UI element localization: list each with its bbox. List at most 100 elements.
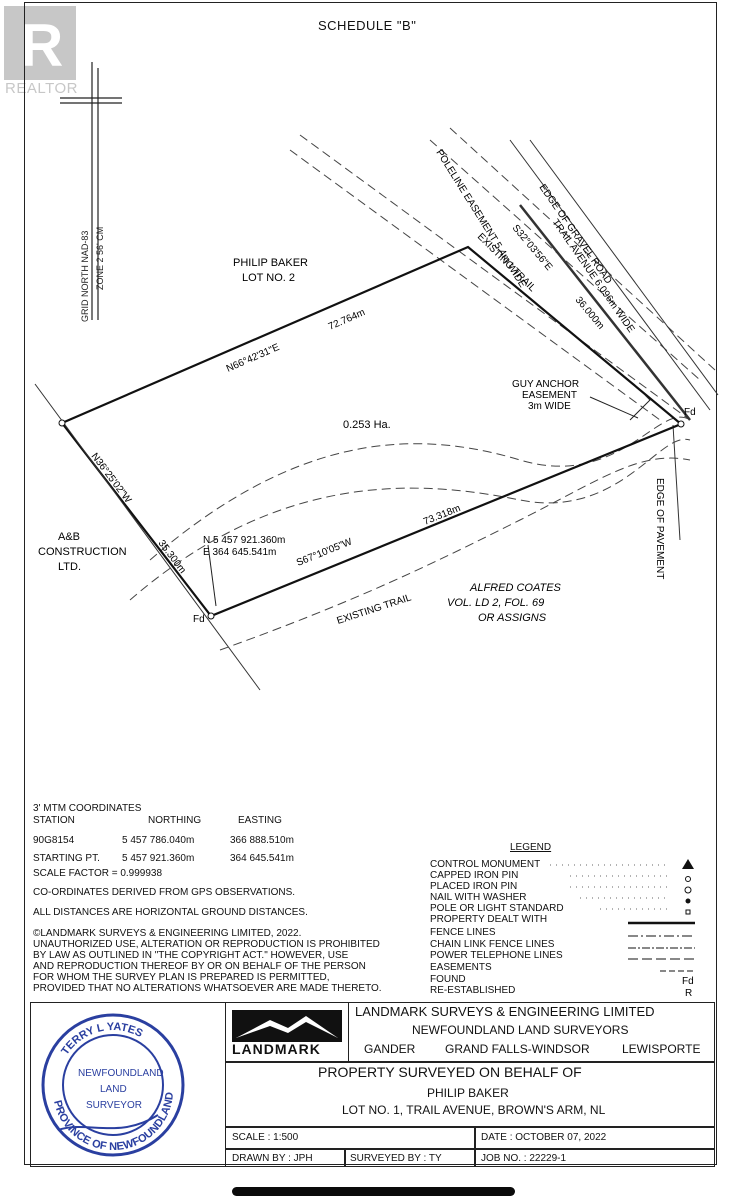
coords-col-easting: EASTING — [238, 815, 282, 826]
alfred-3: OR ASSIGNS — [478, 612, 547, 624]
north-label-2: ZONE 2 56' CM — [95, 227, 105, 290]
copyright-line: ©LANDMARK SURVEYS & ENGINEERING LIMITED,… — [33, 928, 302, 939]
nail-icon — [685, 898, 691, 904]
date-box — [475, 1127, 715, 1149]
copyright-line: AND REPRODUCTION THEREOF BY OR ON BEHALF… — [33, 961, 366, 972]
drawn-box — [225, 1149, 345, 1167]
svg-text:R: R — [685, 988, 692, 999]
control-monument-icon — [682, 859, 694, 869]
guy-anchor-3: 3m WIDE — [528, 401, 571, 412]
north-arrow-icon — [60, 62, 122, 320]
property-box — [225, 1062, 715, 1127]
legend-item: PROPERTY DEALT WITH — [430, 914, 548, 925]
ab-3: LTD. — [58, 561, 81, 573]
area-label: 0.253 Ha. — [343, 419, 391, 431]
home-indicator[interactable] — [232, 1187, 515, 1196]
coords-col-station: STATION — [33, 815, 75, 826]
coords-heading: 3' MTM COORDINATES — [33, 803, 142, 814]
lot2-owner: PHILIP BAKER — [233, 257, 308, 269]
svg-text:LAND: LAND — [100, 1084, 127, 1095]
legend-item: PLACED IRON PIN — [430, 881, 518, 892]
scale-factor: SCALE FACTOR = 0.999938 — [33, 868, 163, 879]
drawing-sheet — [24, 2, 717, 1165]
ab-2: CONSTRUCTION — [38, 546, 127, 558]
survey-plan: GRID NORTH NAD-83 ZONE 2 56' CM PHILIP B… — [34, 62, 719, 691]
watermark-text: REALTOR — [5, 80, 78, 97]
legend-item: FENCE LINES — [430, 927, 496, 938]
scale-box — [225, 1127, 475, 1149]
coords-col-northing: NORTHING — [148, 815, 202, 826]
north-bearing: N66°42'31"E — [225, 342, 282, 375]
realtor-logo-icon: R — [4, 6, 76, 80]
alfred-1: ALFRED COATES — [469, 582, 562, 594]
property-heading: PROPERTY SURVEYED ON BEHALF OF — [318, 1064, 582, 1080]
date-label: DATE : OCTOBER 07, 2022 — [481, 1132, 607, 1143]
coords-row-easting: 366 888.510m — [230, 835, 294, 846]
coord-e: E 364 645.541m — [203, 547, 276, 558]
coords-row-easting: 364 645.541m — [230, 853, 294, 864]
north-distance: 72.764m — [327, 307, 367, 333]
svg-text:SURVEYOR: SURVEYOR — [86, 1100, 142, 1111]
coords-note-distances: ALL DISTANCES ARE HORIZONTAL GROUND DIST… — [33, 907, 308, 918]
edge-pavement-label: EDGE OF PAVEMENT — [654, 478, 665, 579]
realtor-watermark: R REALTOR — [0, 0, 86, 100]
ab-1: A&B — [58, 531, 80, 543]
company-name: LANDMARK SURVEYS & ENGINEERING LIMITED — [355, 1004, 655, 1019]
company-subtitle: NEWFOUNDLAND LAND SURVEYORS — [412, 1023, 629, 1037]
legend-item: NAIL WITH WASHER — [430, 892, 527, 903]
job-number: JOB NO. : 22229-1 — [481, 1153, 567, 1164]
logo-box — [225, 1002, 349, 1062]
legend-item: RE-ESTABLISHED — [430, 985, 516, 996]
legend-item: EASEMENTS — [430, 962, 492, 973]
surveyed-box — [345, 1149, 475, 1167]
copyright-line: FOR WHOM THE SURVEY PLAN IS PREPARED IS … — [33, 972, 330, 983]
south-bearing: S67°10'05"W — [295, 536, 354, 568]
svg-text:R: R — [20, 12, 63, 79]
client-name: PHILIP BAKER — [427, 1086, 509, 1100]
east-distance: 36.000m — [573, 295, 606, 332]
landmark-logo-icon — [232, 1010, 342, 1042]
pole-icon — [685, 909, 691, 915]
lot-description: LOT NO. 1, TRAIL AVENUE, BROWN'S ARM, NL — [342, 1103, 606, 1117]
west-bearing: N36°25'02"W — [89, 451, 134, 506]
fd-top: Fd — [684, 407, 696, 418]
legend-item: POLE OR LIGHT STANDARD — [430, 903, 564, 914]
legend-item: FOUND — [430, 974, 466, 985]
south-distance: 73.318m — [422, 503, 462, 528]
scale-label: SCALE : 1:500 — [232, 1132, 299, 1143]
schedule-title: SCHEDULE "B" — [318, 18, 417, 33]
svg-text:Fd: Fd — [682, 976, 694, 987]
job-box — [475, 1149, 715, 1167]
legend-title: LEGEND — [510, 842, 552, 853]
guy-anchor-1: GUY ANCHOR — [512, 379, 579, 390]
guy-anchor-2: EASEMENT — [522, 390, 577, 401]
legend-symbols: Fd R — [550, 859, 695, 999]
lot2-label: LOT NO. 2 — [242, 272, 295, 284]
copyright-line: PROVIDED THAT NO ALTERATIONS WHATSOEVER … — [33, 983, 382, 994]
surveyed-by: SURVEYED BY : TY — [350, 1153, 442, 1164]
legend-item: CONTROL MONUMENT — [430, 859, 541, 870]
copyright-line: UNAUTHORIZED USE, ALTERATION OR REPRODUC… — [33, 939, 380, 950]
office-grand-falls: GRAND FALLS-WINDSOR — [445, 1042, 590, 1056]
north-label-1: GRID NORTH NAD-83 — [80, 231, 90, 322]
office-lewisporte: LEWISPORTE — [622, 1042, 701, 1056]
logo-text: LANDMARK — [232, 1041, 321, 1057]
capped-pin-icon — [685, 876, 691, 882]
office-gander: GANDER — [364, 1042, 416, 1056]
coords-note-gps: CO-ORDINATES DERIVED FROM GPS OBSERVATIO… — [33, 887, 296, 898]
copyright-line: BY LAW AS OUTLINED IN "THE COPYRIGHT ACT… — [33, 950, 349, 961]
coords-row-northing: 5 457 786.040m — [122, 835, 195, 846]
existing-trail-bottom: EXISTING TRAIL — [336, 592, 414, 627]
surveyor-seal-icon: TERRY L YATES PROVINCE OF NEWFOUNDLAND N… — [41, 1013, 185, 1157]
svg-text:NEWFOUNDLAND: NEWFOUNDLAND — [78, 1068, 164, 1079]
alfred-2: VOL. LD 2, FOL. 69 — [447, 597, 544, 609]
fd-bottom: Fd — [193, 614, 205, 625]
legend-item: CAPPED IRON PIN — [430, 870, 519, 881]
drawn-by: DRAWN BY : JPH — [232, 1153, 313, 1164]
coord-n: N 5 457 921.360m — [203, 535, 285, 546]
legend-item: POWER TELEPHONE LINES — [430, 950, 563, 961]
placed-pin-icon — [684, 886, 692, 894]
legend-item: CHAIN LINK FENCE LINES — [430, 939, 555, 950]
coords-row-northing: 5 457 921.360m — [122, 853, 195, 864]
coords-row-station: STARTING PT. — [33, 853, 100, 864]
